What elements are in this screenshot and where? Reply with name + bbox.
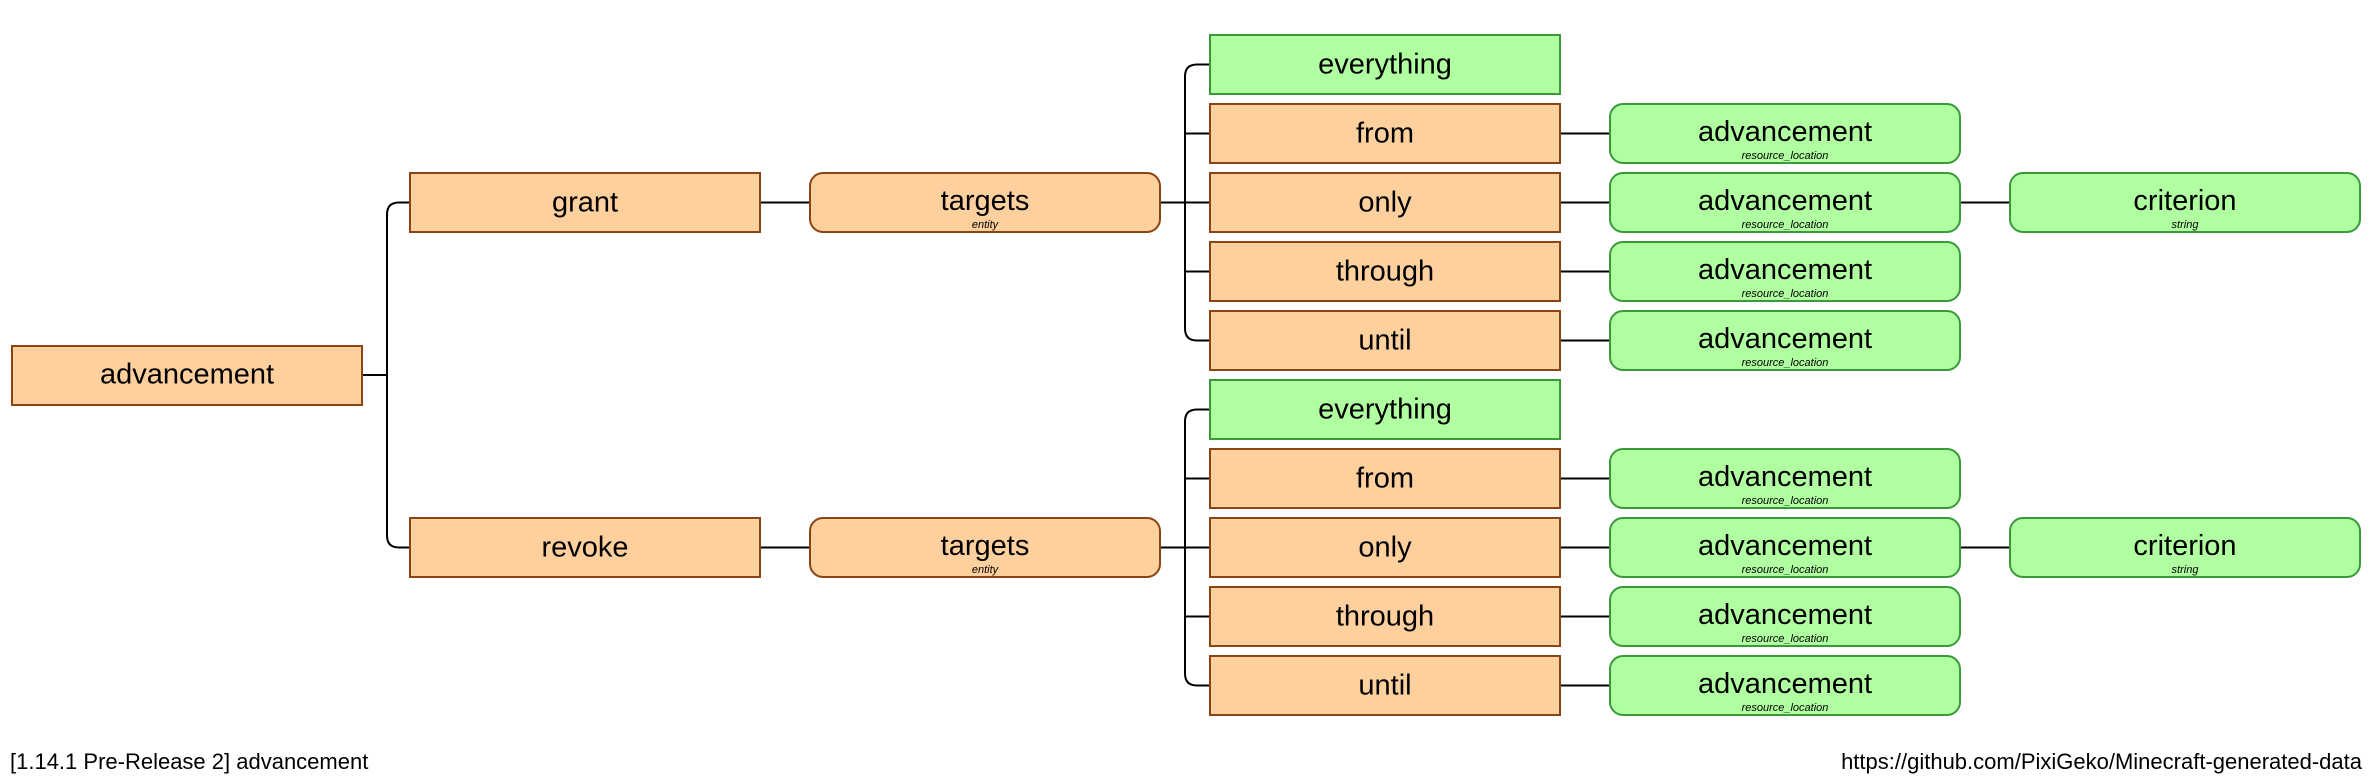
node-label: advancement — [1697, 461, 1873, 493]
node-advancement: advancement resource_location — [1609, 655, 1961, 716]
node-label: criterion — [2133, 185, 2237, 217]
version-title: [1.14.1 Pre-Release 2] advancement — [10, 749, 369, 774]
node-label: through — [1335, 600, 1435, 632]
node-type: resource_location — [1741, 219, 1829, 231]
node-everything: everything — [1209, 34, 1561, 95]
node-from: from — [1209, 448, 1561, 509]
node-type: resource_location — [1741, 495, 1829, 507]
node-advancement: advancement resource_location — [1609, 172, 1961, 233]
node-label: advancement — [1697, 323, 1873, 355]
node-label: advancement — [1697, 254, 1873, 286]
source-url: https://github.com/PixiGeko/Minecraft-ge… — [1841, 749, 2362, 774]
node-label: everything — [1318, 393, 1452, 425]
node-label: targets — [940, 185, 1030, 217]
node-label: advancement — [1697, 599, 1873, 631]
connector-curve — [386, 201, 409, 215]
node-revoke: revoke — [409, 517, 761, 578]
node-label: advancement — [99, 358, 275, 391]
node-type: resource_location — [1741, 702, 1829, 714]
node-label: advancement — [1697, 668, 1873, 700]
node-label: revoke — [541, 531, 629, 563]
node-criterion: criterion string — [2009, 172, 2361, 233]
node-through: through — [1209, 241, 1561, 302]
node-label: from — [1356, 462, 1414, 494]
node-criterion: criterion string — [2009, 517, 2361, 578]
node-label: grant — [551, 186, 619, 218]
node-advancement: advancement — [11, 344, 363, 406]
node-advancement: advancement resource_location — [1609, 241, 1961, 302]
connector-curve — [1184, 63, 1209, 77]
node-type: resource_location — [1741, 357, 1829, 369]
connector-curve — [1184, 408, 1209, 422]
node-until: until — [1209, 310, 1561, 371]
node-type: entity — [971, 564, 999, 576]
node-through: through — [1209, 586, 1561, 647]
node-until: until — [1209, 655, 1561, 716]
node-label: criterion — [2133, 530, 2237, 562]
connector-curve — [1184, 328, 1209, 342]
node-label: until — [1358, 669, 1412, 701]
connector-curve — [386, 535, 409, 549]
node-type: entity — [971, 219, 999, 231]
node-type: string — [2171, 564, 2199, 576]
node-advancement: advancement resource_location — [1609, 586, 1961, 647]
node-label: advancement — [1697, 530, 1873, 562]
node-label: targets — [940, 530, 1030, 562]
node-type: resource_location — [1741, 288, 1829, 300]
node-grant: grant — [409, 172, 761, 233]
node-advancement: advancement resource_location — [1609, 310, 1961, 371]
connector-curve — [1184, 673, 1209, 687]
node-targets: targets entity — [809, 517, 1161, 578]
node-label: everything — [1318, 48, 1452, 80]
node-type: resource_location — [1741, 150, 1829, 162]
node-from: from — [1209, 103, 1561, 164]
node-only: only — [1209, 517, 1561, 578]
node-advancement: advancement resource_location — [1609, 448, 1961, 509]
node-only: only — [1209, 172, 1561, 233]
node-targets: targets entity — [809, 172, 1161, 233]
node-label: through — [1335, 255, 1435, 287]
node-label: from — [1356, 117, 1414, 149]
node-label: advancement — [1697, 185, 1873, 217]
node-advancement: advancement resource_location — [1609, 103, 1961, 164]
node-label: only — [1358, 186, 1412, 218]
node-label: advancement — [1697, 116, 1873, 148]
node-label: until — [1358, 324, 1412, 356]
node-type: resource_location — [1741, 633, 1829, 645]
node-everything: everything — [1209, 379, 1561, 440]
node-type: string — [2171, 219, 2199, 231]
node-advancement: advancement resource_location — [1609, 517, 1961, 578]
node-type: resource_location — [1741, 564, 1829, 576]
node-label: only — [1358, 531, 1412, 563]
